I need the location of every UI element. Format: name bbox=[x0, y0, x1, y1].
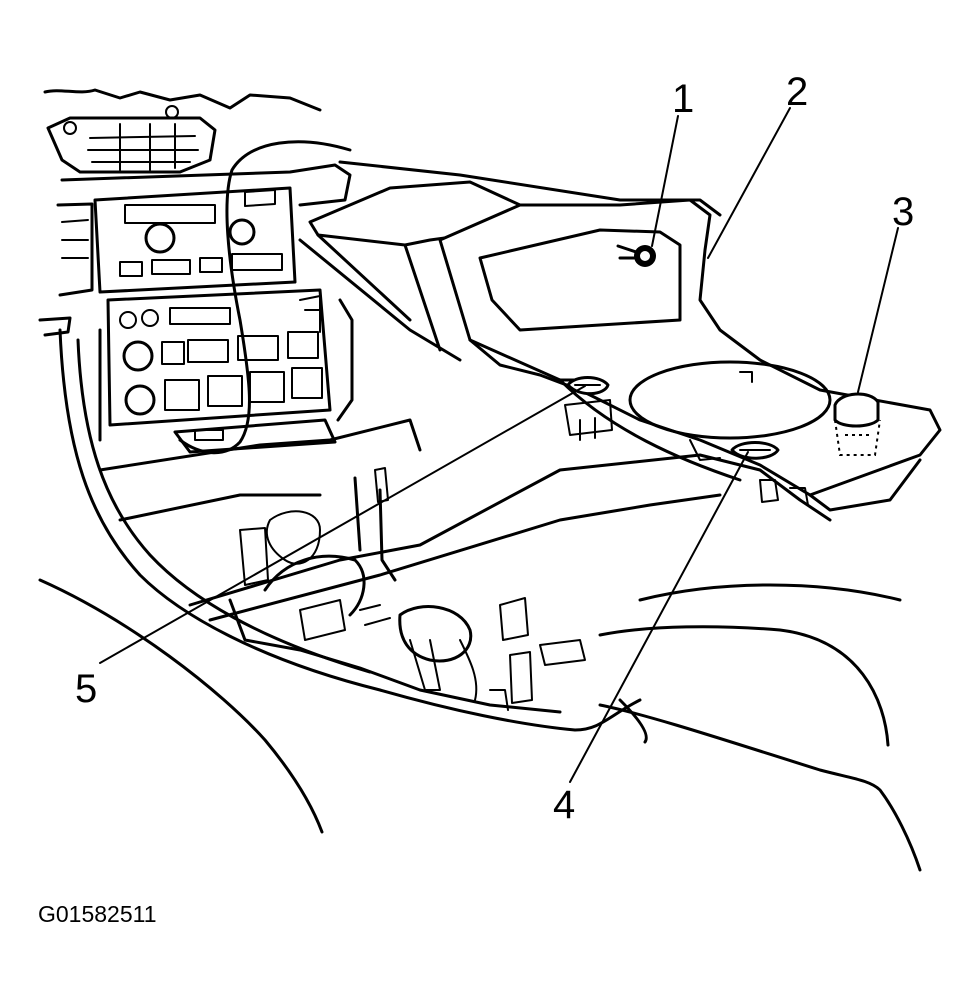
leader-4 bbox=[569, 451, 749, 783]
leader-3 bbox=[857, 227, 899, 393]
figure-code: G01582511 bbox=[38, 901, 157, 927]
floor-and-seat-outlines bbox=[38, 578, 922, 872]
callout-4: 4 bbox=[553, 783, 575, 827]
callout-5: 5 bbox=[75, 667, 97, 711]
leader-2 bbox=[707, 107, 791, 259]
console-outer-trim bbox=[58, 328, 642, 732]
leader-lines bbox=[99, 107, 899, 783]
leader-1 bbox=[651, 115, 679, 247]
retainer-right bbox=[730, 441, 780, 460]
leader-5 bbox=[99, 385, 586, 664]
instrument-panel-stack bbox=[38, 88, 354, 454]
callout-1: 1 bbox=[672, 77, 694, 121]
callout-3: 3 bbox=[892, 190, 914, 234]
fastener-screw bbox=[616, 244, 656, 267]
console-upper-trim-panel bbox=[298, 160, 942, 512]
console-switch bbox=[833, 392, 881, 456]
cupholder-opening bbox=[628, 360, 832, 440]
wire-harness bbox=[178, 140, 352, 455]
callout-2: 2 bbox=[786, 70, 808, 114]
console-lower-body bbox=[98, 418, 832, 714]
